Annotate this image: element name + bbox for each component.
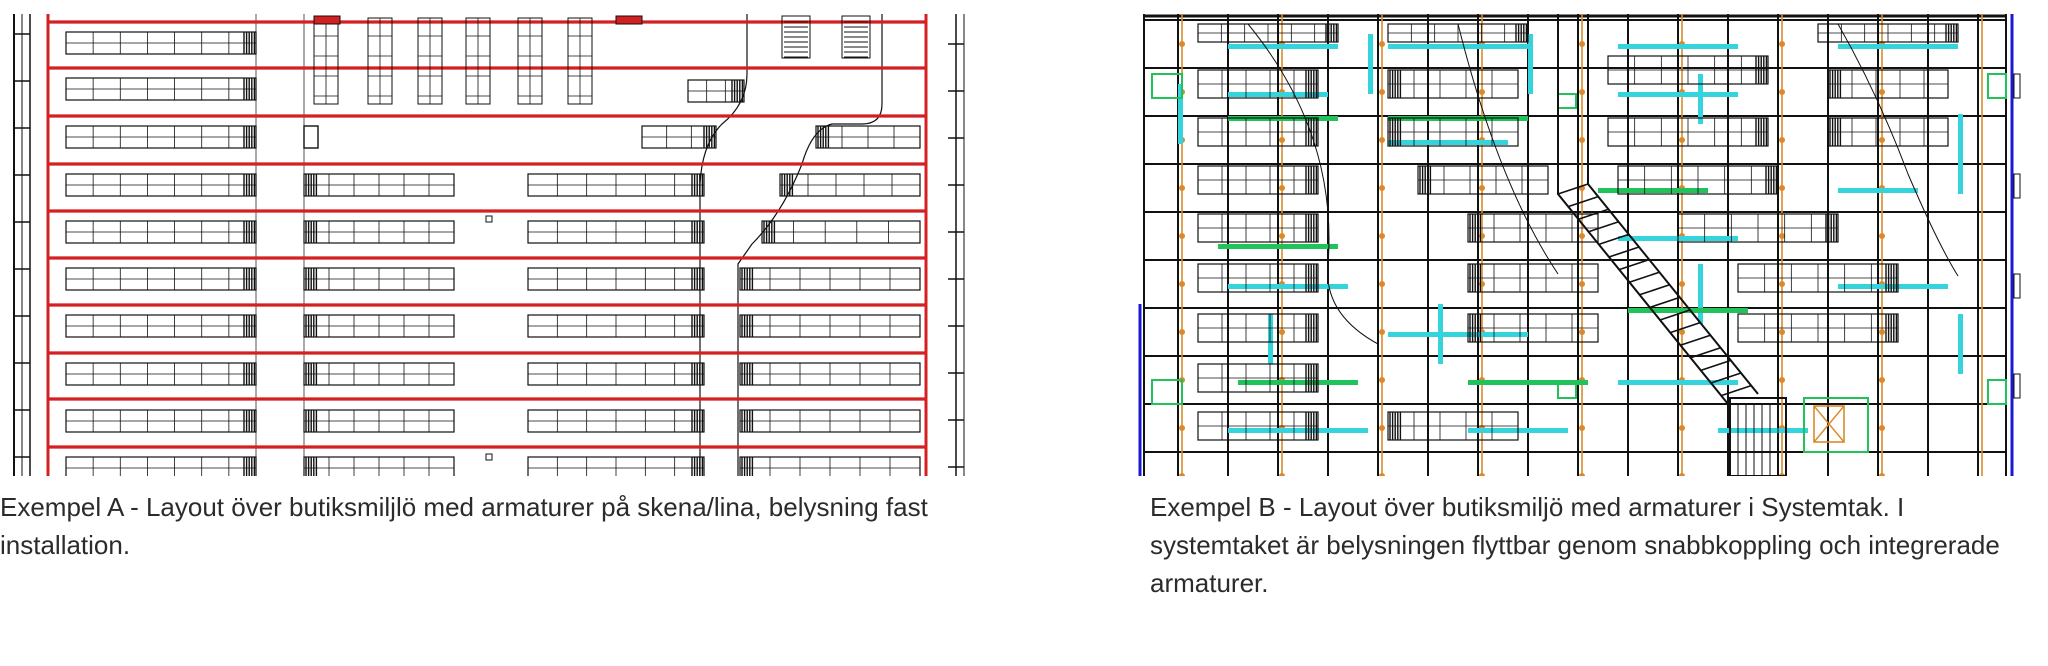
shelf-rack-icon [781, 15, 811, 59]
luminaire-cyan [1838, 284, 1948, 289]
luminaire-cyan [1228, 428, 1368, 433]
caption-example-a: Exempel A - Layout över butiksmiljlö med… [0, 492, 928, 560]
luminaire-cyan [1388, 44, 1528, 49]
floor-plan-b [1138, 14, 2022, 476]
shelf-rack-icon [1827, 69, 1949, 99]
luminaire-cyan [1718, 428, 1808, 433]
shelf-rack-icon [739, 456, 921, 476]
technical-room [1729, 397, 1869, 476]
shelf-rack-icon [1197, 213, 1319, 243]
shelf-rack-icon [739, 267, 921, 291]
shelf-rack-icon [65, 409, 257, 433]
shelf-rack-icon [527, 267, 705, 291]
luminaire-cyan [1618, 44, 1738, 49]
shelf-rack-icon [1197, 313, 1319, 343]
shelf-rack-icon [779, 173, 921, 197]
luminaire-cyan [1838, 188, 1918, 193]
luminaire-cyan [1388, 332, 1528, 337]
shelf-rack-icon [527, 409, 705, 433]
shelf-rack-icon [1677, 213, 1839, 243]
luminaire-cyan [1618, 92, 1738, 97]
luminaire-cyan [1178, 84, 1183, 144]
luminaire-cyan [1268, 314, 1273, 364]
shelf-rack-icon [65, 267, 257, 291]
luminaire-cyan [1228, 284, 1348, 289]
shelf-rack-icon [527, 362, 705, 386]
shelf-rack-icon [841, 15, 871, 59]
shelf-rack-icon [1197, 363, 1319, 393]
shelf-rack-icon [303, 362, 455, 386]
shelf-rack-icon [417, 17, 443, 105]
shelf-rack-icon [1387, 411, 1519, 441]
shelf-rack-icon [527, 314, 705, 338]
shelf-rack-icon [65, 456, 257, 476]
shelf-rack-icon [1737, 313, 1899, 343]
shelf-rack-icon [65, 314, 257, 338]
shelf-rack-icon [1197, 411, 1319, 441]
shelf-rack-icon [303, 173, 455, 197]
shelf-rack-icon [1607, 117, 1769, 147]
shelf-rack-icon [303, 314, 455, 338]
shelf-rack-icon [1197, 23, 1339, 43]
shelf-rack-icon [567, 17, 593, 105]
shelf-rack-icon [641, 125, 717, 149]
luminaire-cyan [1228, 44, 1338, 49]
luminaire-cyan [1698, 74, 1703, 124]
shelf-rack-icon [65, 173, 257, 197]
shelf-rack-icon [527, 220, 705, 244]
luminaire-cyan [1618, 380, 1738, 385]
luminaire-cyan [1388, 140, 1508, 145]
shelf-rack-icon [65, 77, 257, 101]
shelf-rack-icon [761, 220, 921, 244]
shelf-rack-icon [303, 409, 455, 433]
shelf-rack-icon [65, 220, 257, 244]
shelf-rack-icon [527, 456, 705, 476]
luminaire-green [1598, 188, 1708, 193]
shelf-rack-icon [739, 362, 921, 386]
shelf-rack-icon [303, 267, 455, 291]
shelf-rack-icon [1737, 263, 1899, 293]
shelf-rack-icon [1197, 263, 1319, 293]
caption-example-b: Exempel B - Layout över butiksmiljö med … [1150, 492, 2000, 598]
floor-plan-a-drawing [12, 14, 970, 476]
shelf-rack-icon [303, 456, 455, 476]
shelf-rack-icon [815, 125, 921, 149]
shelf-rack-icon [1617, 165, 1779, 195]
luminaire-green [1468, 380, 1588, 385]
shelf-rack-icon [1197, 165, 1319, 195]
shelf-rack-icon [517, 17, 543, 105]
shelf-rack-icon [465, 17, 491, 105]
shelf-rack-icon [367, 17, 393, 105]
shelf-rack-icon [527, 173, 705, 197]
escalator [1557, 14, 1759, 405]
shelf-rack-icon [303, 220, 455, 244]
shelf-rack-icon [1387, 117, 1519, 147]
shelf-rack-icon [1197, 69, 1319, 99]
luminaire-cyan [1528, 34, 1533, 94]
shelf-rack-icon [1817, 23, 1959, 43]
shelf-rack-icon [1417, 165, 1549, 195]
luminaire-cyan [1438, 304, 1443, 364]
shelf-rack-icon [65, 31, 257, 55]
shelf-rack-icon [1827, 117, 1949, 147]
luminaire-cyan [1958, 314, 1963, 374]
shelf-rack-icon [739, 314, 921, 338]
luminaire-green [1218, 244, 1338, 249]
floor-plan-a [12, 14, 970, 476]
luminaire-cyan [1958, 114, 1963, 194]
luminaire-cyan [1228, 92, 1328, 97]
shelf-rack-icon [1387, 69, 1519, 99]
luminaire-cyan [1698, 264, 1703, 324]
luminaire-cyan [1368, 34, 1373, 94]
luminaire-cyan [1838, 44, 1958, 49]
luminaire-green [1238, 380, 1358, 385]
floor-plan-b-drawing [1138, 14, 2022, 476]
shelf-rack-icon [687, 79, 745, 103]
shelf-rack-icon [1467, 313, 1599, 343]
shelf-rack-icon [1467, 263, 1599, 293]
shelf-rack-icon [739, 409, 921, 433]
shelf-rack-icon [65, 362, 257, 386]
shelf-rack-icon [65, 125, 257, 149]
shelf-rack-icon [1607, 55, 1769, 85]
